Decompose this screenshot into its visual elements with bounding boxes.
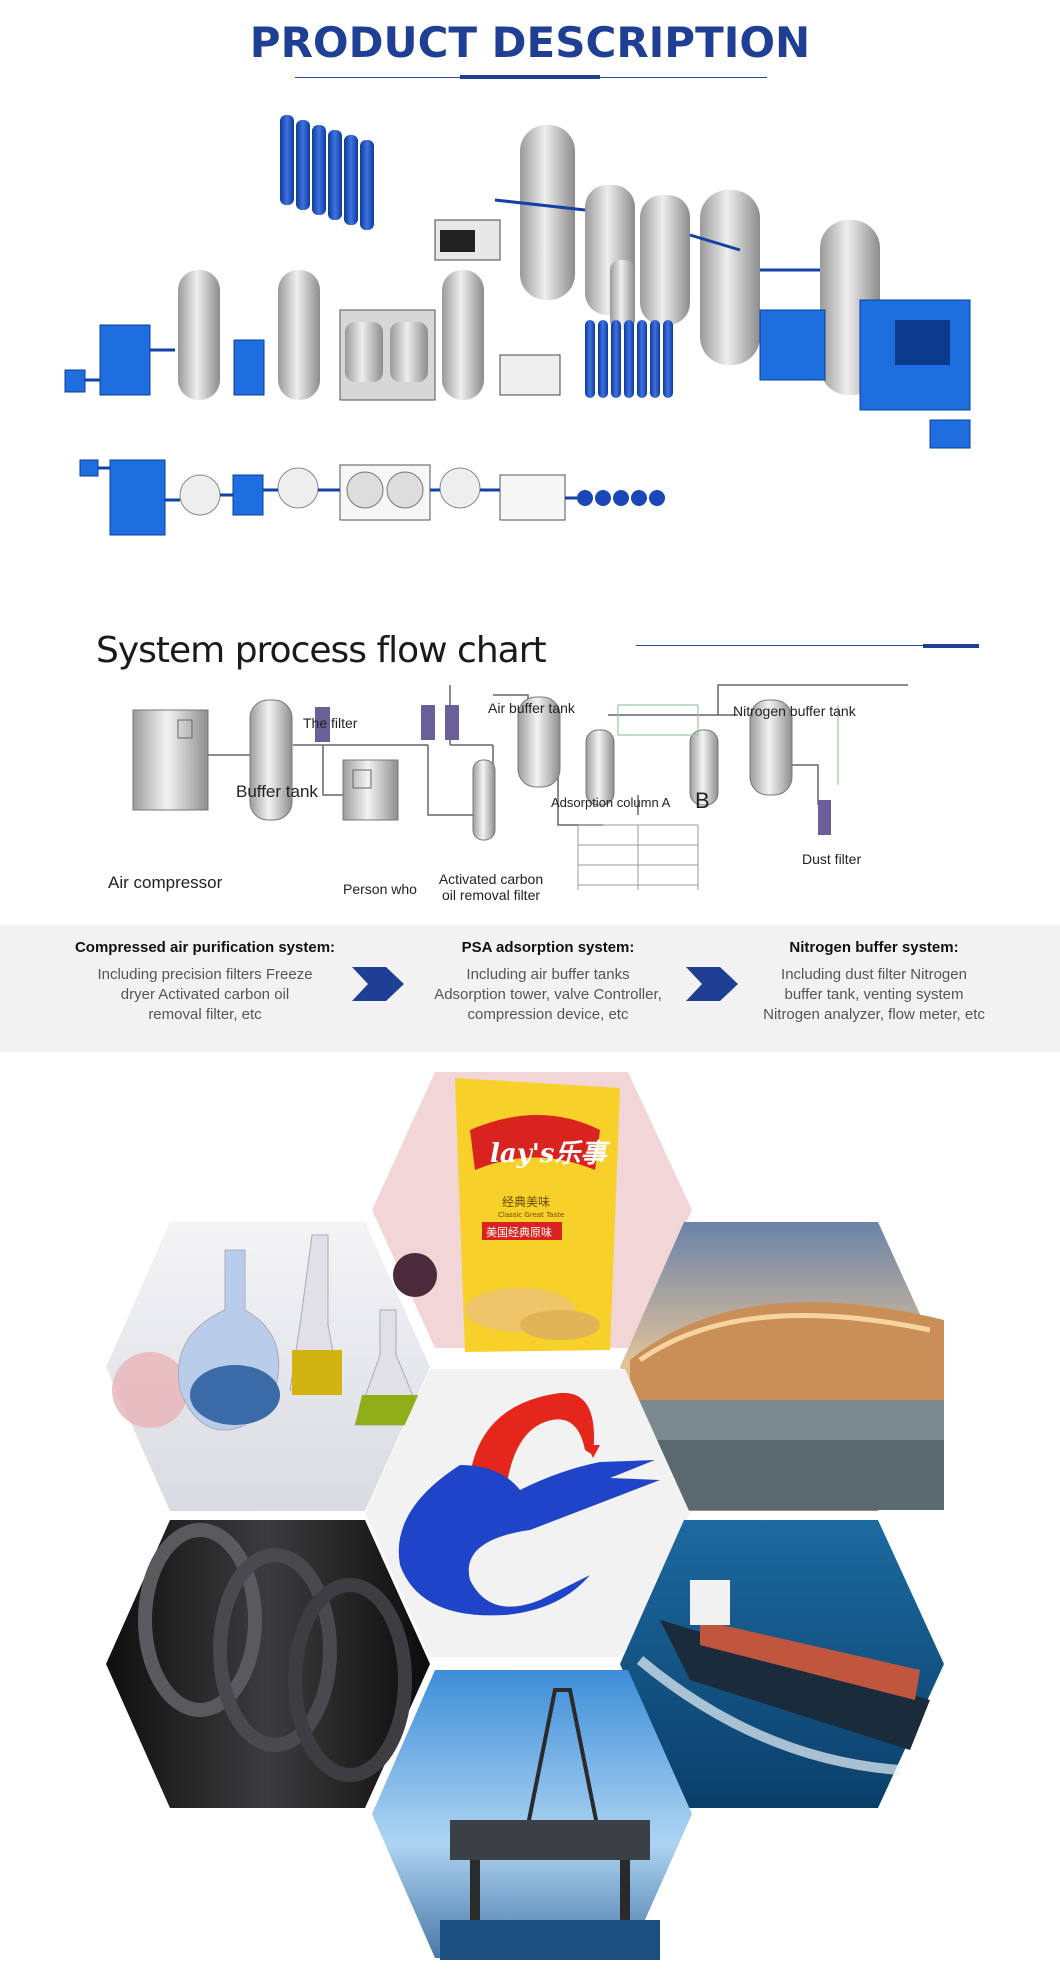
page-header: PRODUCT DESCRIPTION [0,0,1060,90]
system-desc-line: Adsorption tower, valve Controller, [434,986,662,1003]
hex-offshore-oil-rig [372,1670,692,1960]
hex-food-packaging: lay's乐事 经典美味 Classic Great Taste 美国经典原味 [372,1072,692,1352]
system-desc-line: buffer tank, venting system [784,986,964,1003]
system-desc-line: removal filter, etc [148,1006,262,1023]
plan-view [79,459,665,536]
system-desc-line: Including dust filter Nitrogen [781,966,967,983]
chevron-right-icon [352,967,404,1001]
gas-cylinder-rack-front [585,320,673,398]
logo-blue-swoosh [398,1460,660,1616]
chips-line-1: 经典美味 [502,1195,550,1209]
air-compressor-unit [132,709,209,811]
system-desc-line: Including precision filters Freeze [97,966,313,983]
process-flow-chart: System process flow chart [78,625,983,925]
chips-line-2: Classic Great Taste [498,1211,564,1219]
hex-architecture [620,1222,944,1511]
label-person-who: Person who [343,881,417,897]
label-the-filter: The filter [303,715,358,731]
tank-front-3 [442,270,484,400]
page-title: PRODUCT DESCRIPTION [249,18,811,67]
air-buffer-tank-iso [520,125,575,300]
label-air-compressor: Air compressor [108,873,223,892]
label-dust-filter: Dust filter [802,851,862,867]
nitrogen-buffer-tank-unit [749,699,793,796]
label-air-buffer-tank: Air buffer tank [488,700,575,716]
tank-front-2 [278,270,320,400]
applications-hexagon-collage: lay's乐事 经典美味 Classic Great Taste 美国经典原味 [106,1072,944,1960]
system-desc-line: Nitrogen analyzer, flow meter, etc [763,1006,985,1023]
gas-cylinder-rack-top [280,115,374,230]
label-adsorption-column-a: Adsorption column A [551,795,671,810]
filter-unit [315,707,330,742]
freeze-dryer-unit [342,759,399,821]
system-desc-line: dryer Activated carbon oil [120,986,290,1003]
tank-front-1 [178,270,220,400]
hex-chemical-laboratory [106,1222,430,1511]
chevron-right-icon [686,967,738,1001]
activated-carbon-filter-unit [472,759,496,841]
system-title: Nitrogen buffer system: [789,939,959,956]
hex-cargo-ship [620,1520,944,1808]
refrigerated-dryer-iso [759,309,826,381]
dryer-front [99,324,151,396]
isometric-assembly [280,115,971,449]
title-underline-accent [460,75,600,79]
label-nitrogen-buffer-tank: Nitrogen buffer tank [733,703,856,719]
system-title: Compressed air purification system: [74,939,336,956]
label-column-b: B [695,788,710,813]
adsorption-tower-b-iso [640,195,690,325]
system-description: Including precision filters Freeze dryer… [55,965,355,1025]
label-oil-removal-filter: oil removal filter [441,887,541,903]
system-description: Including dust filter Nitrogen buffer ta… [724,965,1024,1025]
air-buffer-tank-unit [517,696,561,788]
system-psa-adsorption: PSA adsorption system: Including air buf… [398,939,698,1025]
flow-chart-title: System process flow chart [96,630,547,671]
hex-company-logo [365,1369,690,1657]
adsorption-column-b-unit [689,729,719,806]
logo-red-swoosh [468,1392,595,1498]
adsorption-column-a-unit [585,729,615,806]
dust-filter-unit [818,800,831,835]
front-elevation [64,270,673,401]
label-activated-carbon: Activated carbon [438,871,544,887]
label-buffer-tank: Buffer tank [236,782,318,801]
flow-title-rule-accent [923,644,979,648]
flow-chart-diagram [132,684,908,890]
system-title: PSA adsorption system: [461,939,635,956]
systems-strip: Compressed air purification system: Incl… [0,925,1060,1052]
chips-line-3: 美国经典原味 [486,1225,552,1239]
flow-title-rule [636,645,979,646]
system-desc-line: Including air buffer tanks [466,966,630,983]
nitrogen-tank-iso [700,190,760,365]
system-nitrogen-buffer: Nitrogen buffer system: Including dust f… [724,939,1024,1025]
system-compressed-air: Compressed air purification system: Incl… [55,939,355,1025]
system-desc-line: compression device, etc [467,1006,629,1023]
buffer-tank-unit [249,699,293,821]
system-description: Including air buffer tanks Adsorption to… [398,965,698,1025]
hex-tires [106,1520,430,1808]
chips-brand: lay's乐事 [490,1139,610,1169]
nitrogen-generator-equipment-illustration [64,115,971,536]
